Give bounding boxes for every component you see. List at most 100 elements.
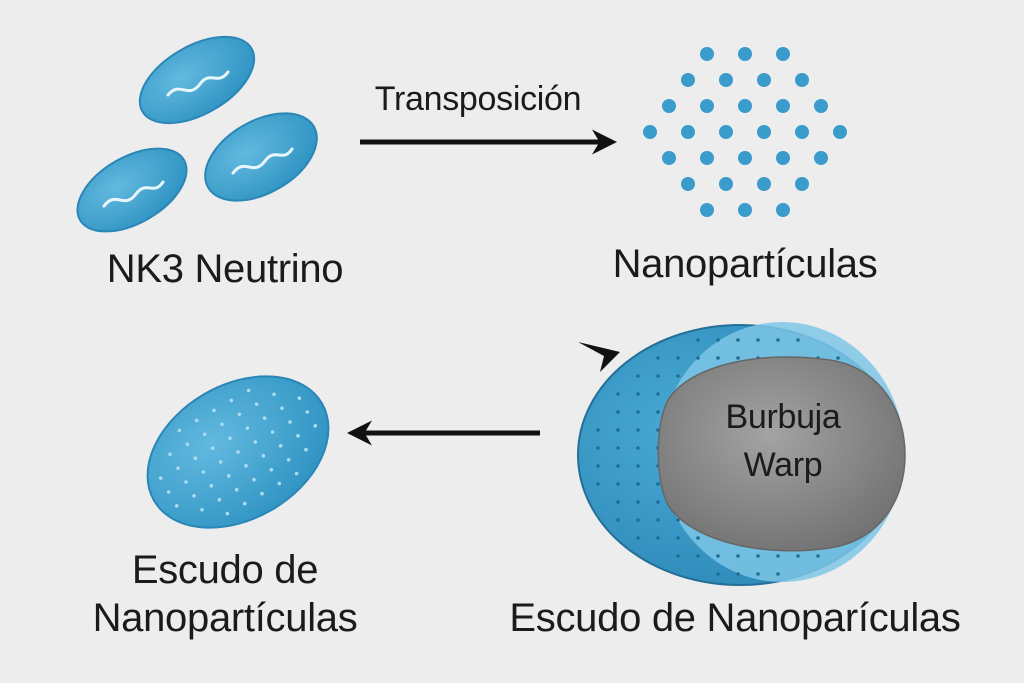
- speckle: [244, 464, 248, 468]
- speckle: [616, 428, 620, 432]
- speckle: [796, 554, 800, 558]
- speckle: [297, 396, 302, 400]
- speckle: [269, 467, 274, 472]
- nanoparticle-dot: [776, 203, 790, 217]
- speckle: [716, 554, 720, 558]
- speckle: [676, 356, 680, 360]
- speckle: [816, 554, 820, 558]
- speckle: [616, 482, 620, 486]
- speckle: [225, 511, 230, 516]
- speckle: [756, 572, 760, 576]
- speckle: [616, 464, 620, 468]
- speckle: [278, 444, 283, 448]
- speckle: [636, 392, 640, 396]
- speckle: [220, 422, 224, 427]
- speckle: [253, 440, 258, 444]
- nanoparticle-dot: [776, 47, 790, 61]
- speckle: [656, 356, 660, 360]
- nanoparticle-dot: [738, 47, 752, 61]
- speckle: [636, 500, 640, 504]
- speckle: [616, 446, 620, 450]
- nanoparticle-dot: [719, 73, 733, 87]
- nanoparticle-dot: [643, 125, 657, 139]
- nanoparticle-dot: [757, 177, 771, 191]
- speckle: [270, 430, 275, 434]
- nanoparticle-dot: [776, 99, 790, 113]
- nanoparticle-dot: [795, 73, 809, 87]
- speckle: [756, 554, 760, 558]
- speckle: [246, 388, 251, 393]
- speckle: [596, 446, 600, 450]
- warp-bubble: [657, 356, 906, 552]
- speckle: [616, 500, 620, 504]
- speckle: [202, 432, 207, 437]
- speckle: [696, 338, 700, 342]
- speckle: [636, 464, 640, 468]
- speckle: [736, 572, 740, 576]
- speckle: [236, 450, 240, 454]
- neutrino-cell-3: [204, 112, 318, 202]
- nanoparticle-dot: [795, 177, 809, 191]
- speckle: [836, 356, 840, 360]
- nanoparticle-dot: [833, 125, 847, 139]
- nanoparticle-dot: [719, 177, 733, 191]
- speckle: [254, 402, 259, 407]
- speckle: [596, 464, 600, 468]
- speckle: [676, 374, 680, 378]
- small-pointer-arrow: [578, 342, 620, 372]
- nanoparticle-dot: [814, 99, 828, 113]
- speckle: [226, 474, 231, 478]
- nanoparticle-dot: [700, 203, 714, 217]
- speckle: [260, 491, 264, 496]
- speckle: [656, 410, 660, 414]
- speckle: [234, 487, 239, 492]
- speckle: [228, 436, 232, 440]
- nanoparticle-dot: [738, 99, 752, 113]
- speckle: [716, 338, 720, 342]
- speckle: [280, 406, 284, 410]
- speckle: [656, 374, 660, 378]
- speckle: [200, 507, 204, 512]
- speckle: [636, 446, 640, 450]
- speckle: [272, 392, 276, 397]
- speckle: [201, 470, 206, 474]
- speckle: [596, 482, 600, 486]
- speckle: [252, 477, 256, 482]
- speckle: [313, 424, 318, 428]
- speckle: [656, 500, 660, 504]
- speckle: [174, 504, 179, 508]
- speckle: [210, 446, 215, 450]
- nanoparticle-dot: [700, 99, 714, 113]
- speckle: [245, 426, 250, 430]
- speckle: [636, 536, 640, 540]
- shield-left-label-line2: Nanopartículas: [92, 596, 358, 640]
- speckle: [286, 457, 291, 462]
- speckle: [676, 554, 680, 558]
- nanoparticle-dot: [757, 73, 771, 87]
- nanoparticle-dot: [662, 99, 676, 113]
- speckle: [696, 356, 700, 360]
- nanoparticle-dot: [757, 125, 771, 139]
- speckle: [756, 338, 760, 342]
- neutrino-cell-2: [76, 147, 188, 233]
- nanoparticle-dot: [776, 151, 790, 165]
- warp-shield-shell: [577, 322, 906, 586]
- transposition-label: Transposición: [374, 80, 582, 118]
- speckle: [296, 434, 300, 438]
- speckle: [796, 338, 800, 342]
- speckle: [636, 374, 640, 378]
- speckle: [636, 482, 640, 486]
- nanoparticle-dot: [700, 151, 714, 165]
- speckle: [656, 392, 660, 396]
- speckle: [229, 398, 234, 403]
- speckle: [616, 410, 620, 414]
- speckle: [194, 418, 199, 423]
- speckle: [636, 410, 640, 414]
- speckle: [305, 410, 310, 414]
- nanoparticle-dot: [662, 151, 676, 165]
- speckle: [596, 428, 600, 432]
- speckle: [217, 497, 222, 502]
- nanoparticle-dot: [719, 125, 733, 139]
- speckle: [696, 536, 700, 540]
